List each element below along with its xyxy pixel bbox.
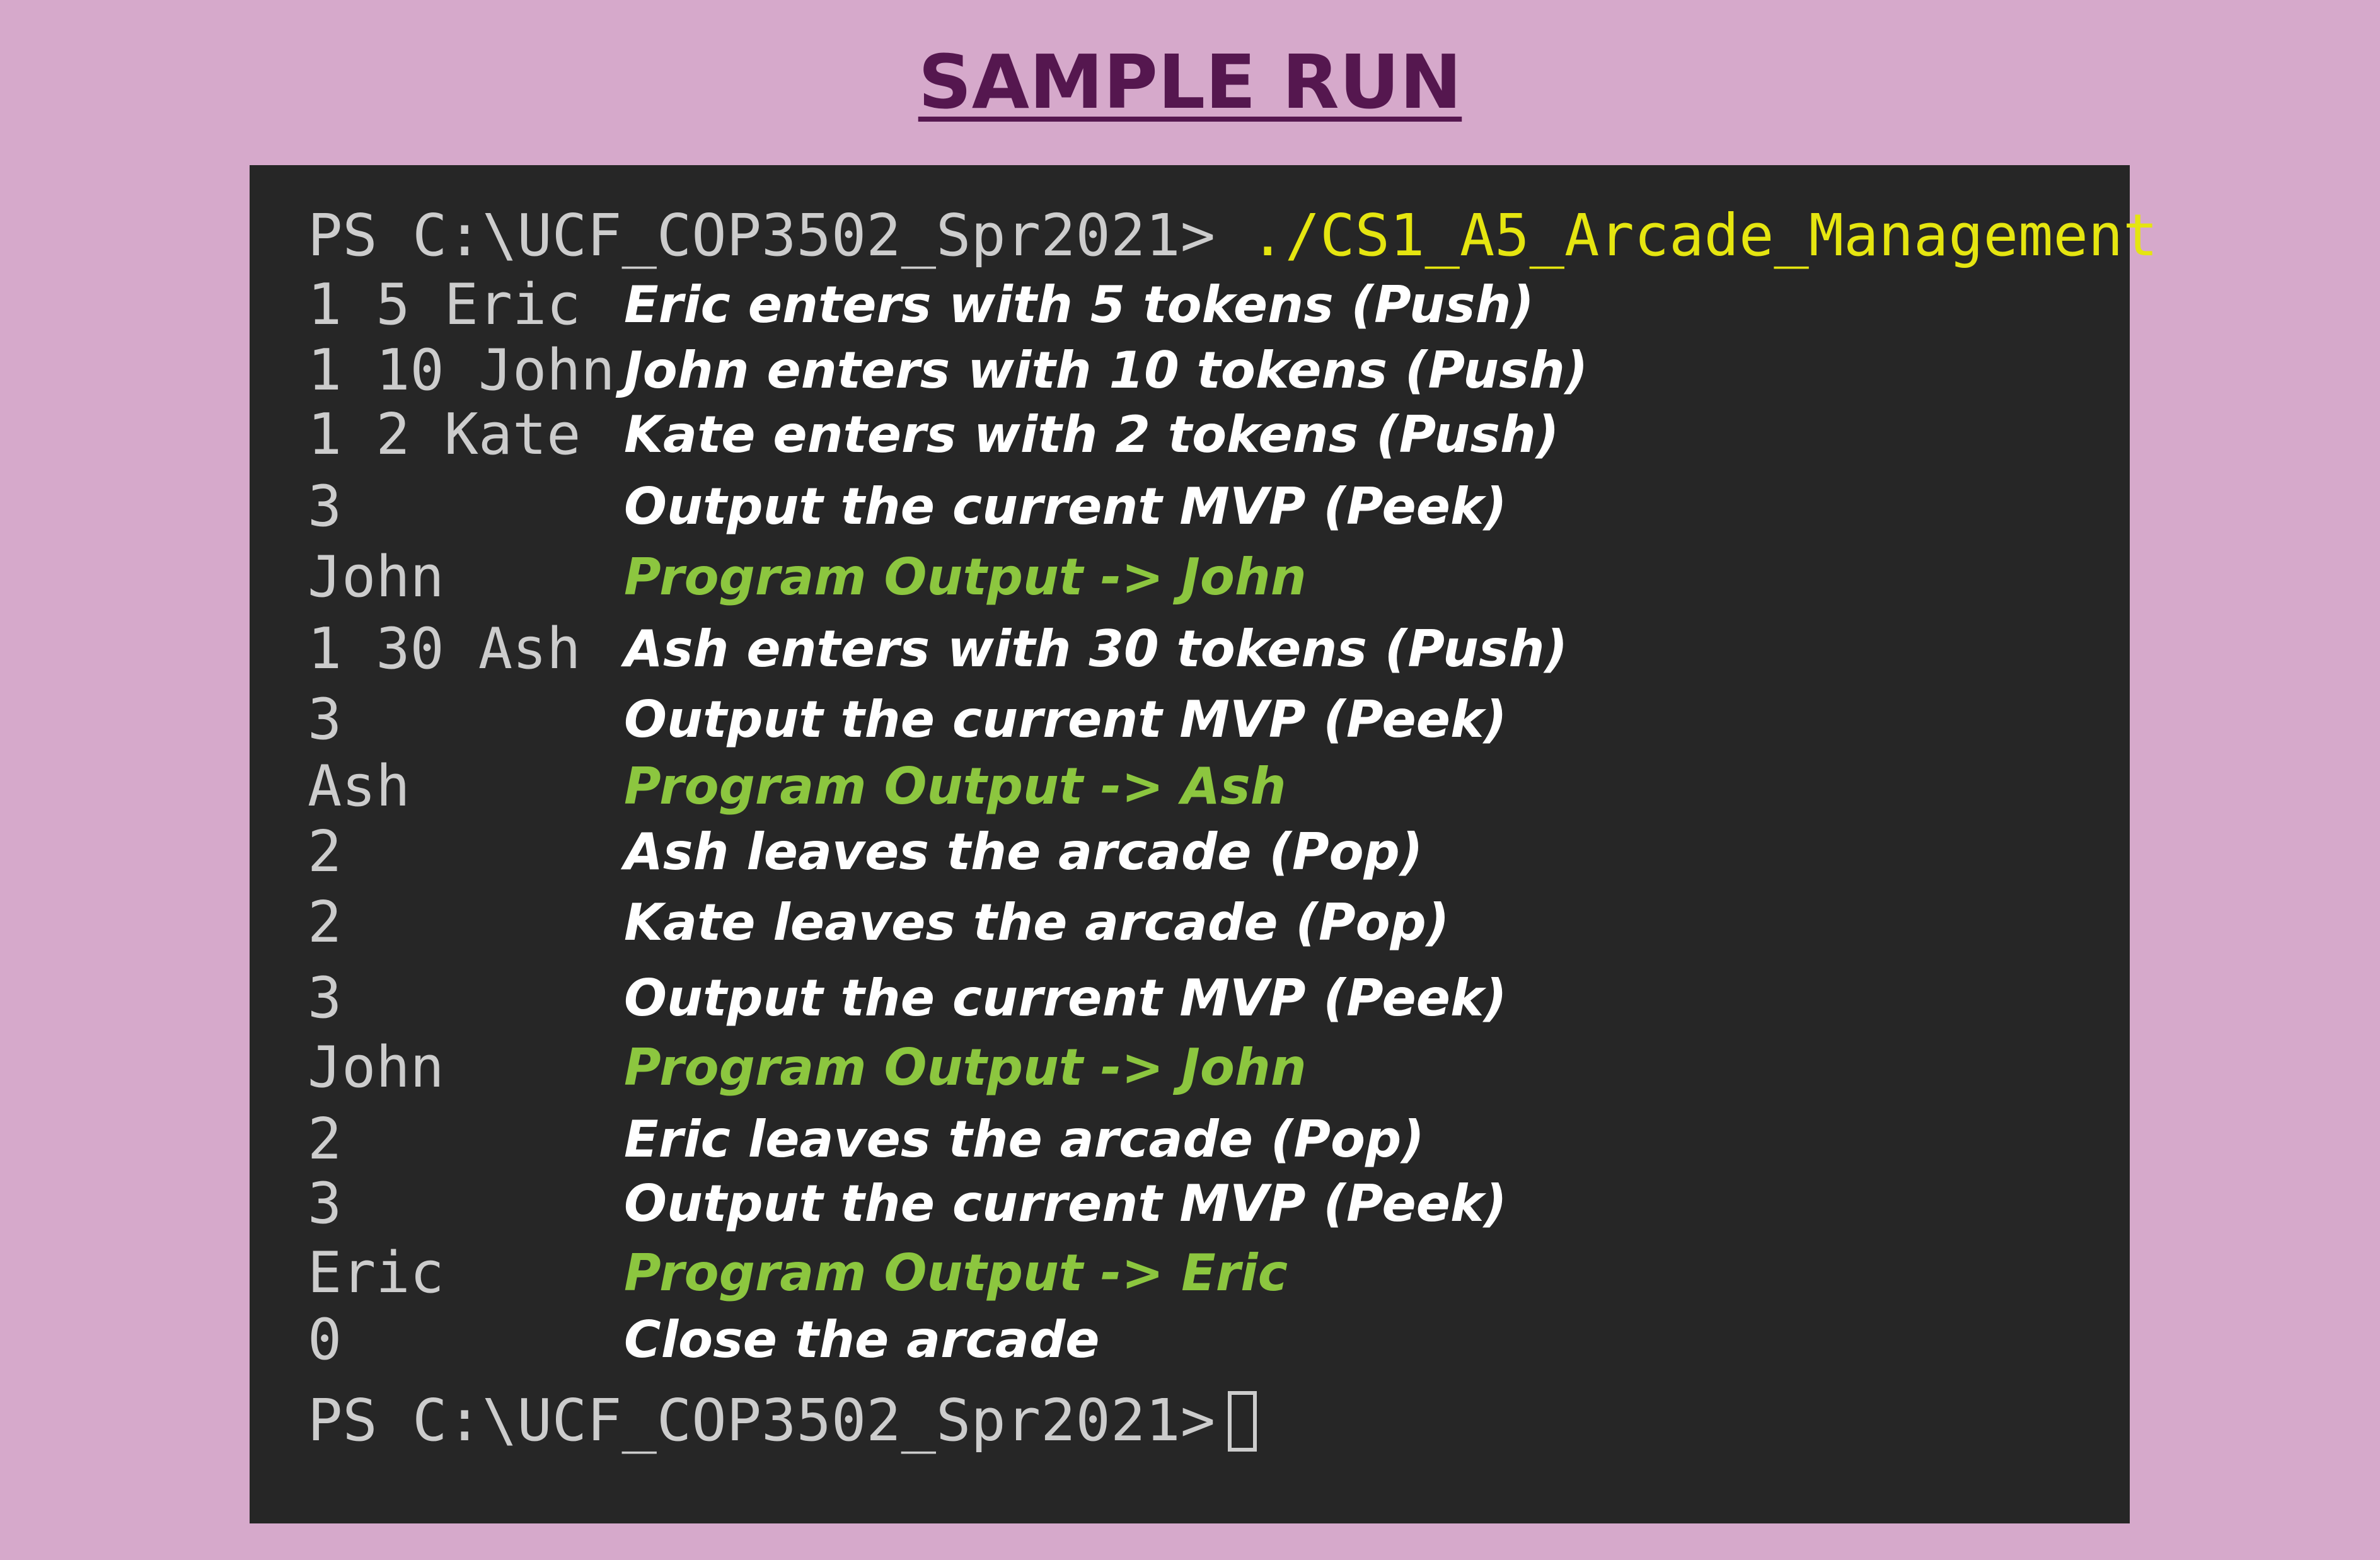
run-row: 0 Close the arcade xyxy=(250,1305,2130,1375)
input-text: 2 xyxy=(308,889,342,956)
annotation-text: Ash enters with 30 tokens (Push) xyxy=(624,620,1568,678)
run-row: John Program Output -> John xyxy=(250,1032,2130,1103)
page-title-text: SAMPLE RUN xyxy=(918,38,1462,125)
input-text: 1 30 Ash xyxy=(308,616,581,682)
annotation-text: Eric enters with 5 tokens (Push) xyxy=(624,275,1534,334)
run-row: 1 10 John John enters with 10 tokens (Pu… xyxy=(250,335,2130,406)
run-row: 1 5 Eric Eric enters with 5 tokens (Push… xyxy=(250,270,2130,340)
command-text: ./CS1_A5_Arcade_Management xyxy=(1250,202,2158,269)
run-row: 3 Output the current MVP (Peek) xyxy=(250,1169,2130,1239)
final-prompt-line[interactable]: PS C:\UCF_COP3502_Spr2021> xyxy=(308,1389,1257,1452)
input-text: Ash xyxy=(308,753,410,819)
annotation-text: Output the current MVP (Peek) xyxy=(624,690,1507,749)
input-text: 1 5 Eric xyxy=(308,272,581,338)
run-row: 3 Output the current MVP (Peek) xyxy=(250,471,2130,542)
input-text: 3 xyxy=(308,1170,342,1237)
run-row: 2 Eric leaves the arcade (Pop) xyxy=(250,1104,2130,1175)
terminal-window[interactable]: PS C:\UCF_COP3502_Spr2021> ./CS1_A5_Arca… xyxy=(250,165,2158,1523)
run-row: 1 2 Kate Kate enters with 2 tokens (Push… xyxy=(250,400,2130,470)
annotation-text: Output the current MVP (Peek) xyxy=(624,969,1507,1027)
page-title: SAMPLE RUN xyxy=(0,38,2380,126)
prompt-text: PS C:\UCF_COP3502_Spr2021> xyxy=(308,202,1216,269)
annotation-text: Ash leaves the arcade (Pop) xyxy=(624,823,1423,881)
program-output-text: Program Output -> John xyxy=(624,548,1307,606)
run-row: Eric Program Output -> Eric xyxy=(250,1238,2130,1309)
input-text: 1 10 John xyxy=(308,337,615,403)
cursor-icon[interactable] xyxy=(1228,1391,1257,1452)
program-output-text: Program Output -> John xyxy=(624,1038,1307,1097)
command-line: PS C:\UCF_COP3502_Spr2021> ./CS1_A5_Arca… xyxy=(308,204,2158,267)
run-row: 2 Ash leaves the arcade (Pop) xyxy=(250,817,2130,887)
annotation-text: Eric leaves the arcade (Pop) xyxy=(624,1110,1424,1169)
annotation-text: Kate enters with 2 tokens (Push) xyxy=(624,405,1559,464)
input-text: John xyxy=(308,544,444,610)
input-text: 1 2 Kate xyxy=(308,402,581,468)
annotation-text: Output the current MVP (Peek) xyxy=(624,1174,1507,1233)
input-text: 2 xyxy=(308,1106,342,1172)
input-text: Eric xyxy=(308,1240,444,1306)
run-row: 1 30 Ash Ash enters with 30 tokens (Push… xyxy=(250,614,2130,685)
run-row: John Program Output -> John xyxy=(250,542,2130,613)
input-text: 2 xyxy=(308,819,342,885)
input-text: 3 xyxy=(308,686,342,753)
input-text: 3 xyxy=(308,473,342,540)
annotation-text: Close the arcade xyxy=(624,1310,1100,1369)
input-text: 0 xyxy=(308,1307,342,1373)
run-row: 2 Kate leaves the arcade (Pop) xyxy=(250,887,2130,958)
input-text: 3 xyxy=(308,965,342,1031)
annotation-text: Output the current MVP (Peek) xyxy=(624,477,1507,536)
run-row: 3 Output the current MVP (Peek) xyxy=(250,685,2130,755)
input-text: John xyxy=(308,1034,444,1101)
run-row: 3 Output the current MVP (Peek) xyxy=(250,963,2130,1034)
annotation-text: John enters with 10 tokens (Push) xyxy=(624,341,1588,400)
run-row: Ash Program Output -> Ash xyxy=(250,751,2130,822)
program-output-text: Program Output -> Eric xyxy=(624,1244,1288,1302)
final-prompt-text: PS C:\UCF_COP3502_Spr2021> xyxy=(308,1387,1216,1454)
program-output-text: Program Output -> Ash xyxy=(624,757,1286,816)
annotation-text: Kate leaves the arcade (Pop) xyxy=(624,893,1450,952)
